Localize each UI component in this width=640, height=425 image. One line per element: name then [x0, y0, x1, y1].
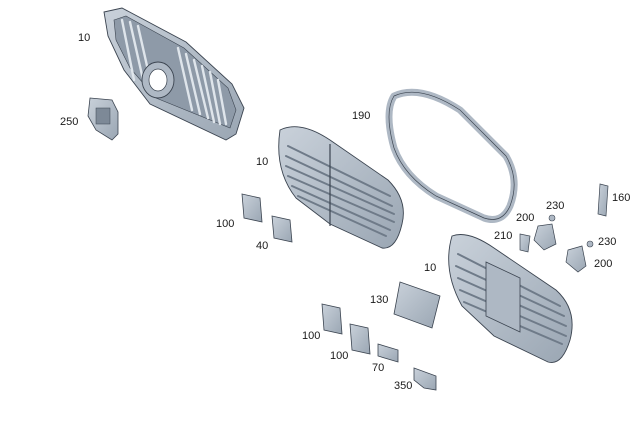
frame-190: [385, 88, 518, 223]
label-part-70: 70: [372, 362, 385, 374]
part-210: [519, 233, 531, 253]
label-part-210: 210: [494, 230, 513, 242]
part-350: [413, 367, 437, 391]
label-bracket-250: 250: [60, 116, 79, 128]
grille-low: [448, 234, 573, 363]
part-130: [393, 281, 441, 329]
label-part-200-a: 200: [516, 212, 535, 224]
part-230-b: [586, 240, 594, 248]
part-40: [271, 215, 293, 243]
label-part-130: 130: [370, 294, 389, 306]
label-part-160: 160: [612, 192, 631, 204]
grille-top: [103, 7, 245, 141]
label-grille-top: 10: [78, 32, 91, 44]
part-70: [377, 343, 399, 363]
label-grille-low: 10: [424, 262, 437, 274]
label-part-230-b: 230: [598, 236, 617, 248]
label-part-100-a: 100: [216, 218, 235, 230]
label-part-40: 40: [256, 240, 269, 252]
bracket-250: [87, 97, 119, 141]
label-grille-mid: 10: [256, 156, 269, 168]
part-200-b: [565, 245, 587, 273]
label-part-200-b: 200: [594, 258, 613, 270]
label-part-350: 350: [394, 380, 413, 392]
part-230-a: [548, 214, 556, 222]
part-100-a: [241, 193, 263, 223]
label-part-230-a: 230: [546, 200, 565, 212]
part-200-a: [533, 223, 557, 251]
part-160: [597, 183, 609, 217]
label-part-100-b: 100: [302, 330, 321, 342]
label-part-100-c: 100: [330, 350, 349, 362]
label-frame-190: 190: [352, 110, 371, 122]
part-100-c: [349, 323, 371, 355]
part-100-b: [321, 303, 343, 335]
grille-mid: [278, 126, 404, 249]
